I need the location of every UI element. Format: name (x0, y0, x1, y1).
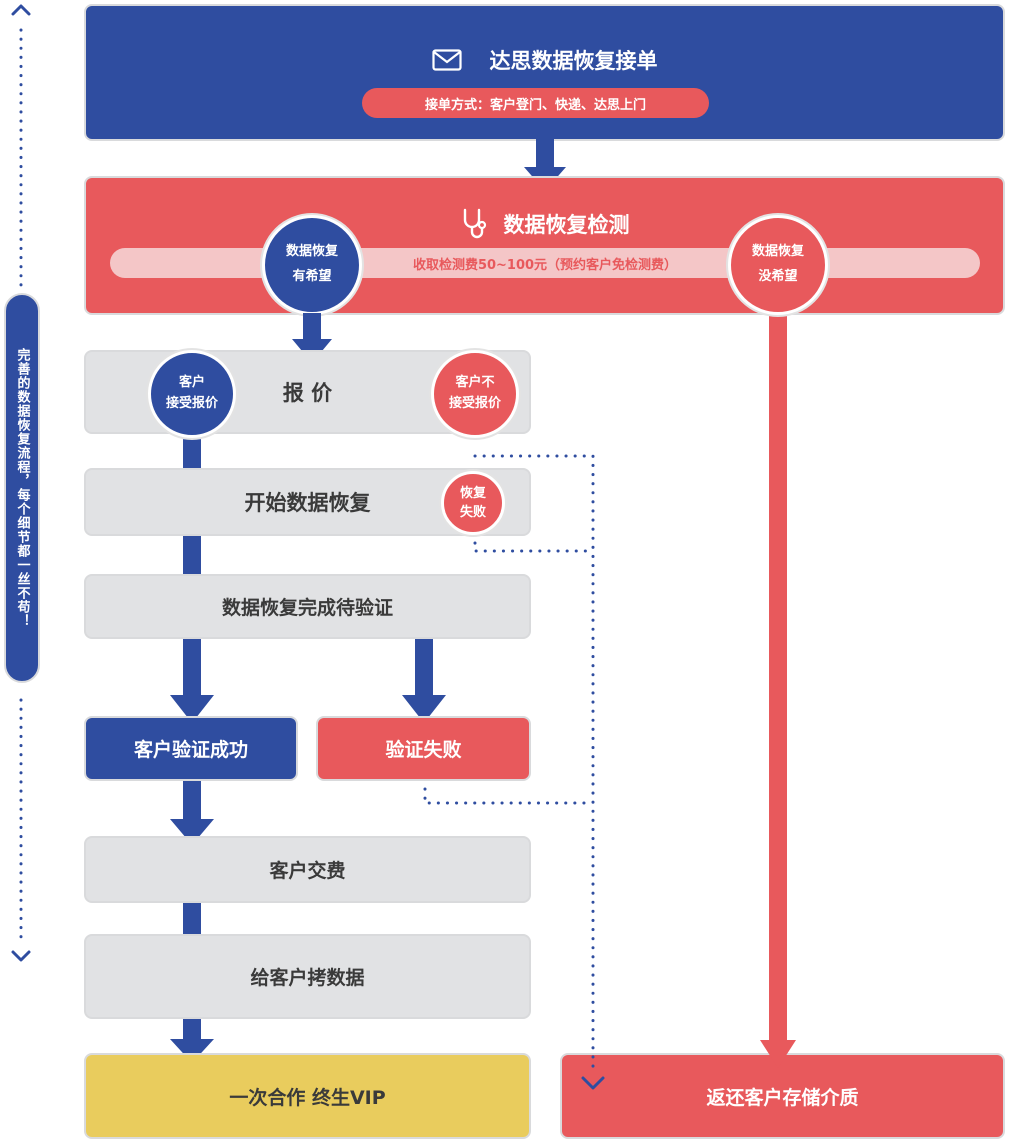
arrow-copy-vip (170, 1019, 214, 1063)
connector-start-pending (183, 534, 201, 576)
pending-verify-box: 数据恢复完成待验证 (84, 574, 531, 639)
stethoscope-icon (463, 208, 486, 239)
nohope-circle: 数据恢复 没希望 (728, 215, 828, 315)
nohope-line2: 没希望 (758, 269, 798, 284)
accept-line2: 接受报价 (165, 396, 218, 411)
vip-box: 一次合作 终生VIP (84, 1053, 531, 1139)
timeline (11, 4, 31, 962)
chevron-down-icon (11, 950, 31, 962)
reject-line1: 客户不 (455, 375, 495, 391)
connector-payment-copy (183, 902, 201, 936)
detection-fee-pill: 收取检测费50~100元（预约客户免检测费） (110, 248, 980, 278)
fail-line2: 失败 (459, 505, 486, 520)
connector-quote-start (183, 432, 201, 472)
reject-quote-circle: 客户不 接受报价 (431, 350, 519, 438)
detection-title: 数据恢复检测 (503, 213, 630, 237)
verify-fail-box: 验证失败 (316, 716, 531, 781)
return-storage-box: 返还客户存储介质 (560, 1053, 1005, 1139)
dotted-path-verify-fail (423, 787, 595, 805)
hope-line1: 数据恢复 (285, 244, 338, 260)
chevron-up-icon (11, 4, 31, 16)
intake-heading: 达思数据恢复接单 (84, 40, 1005, 80)
side-label: 完善的数据恢复流程，每个细节都一丝不苟！ (4, 293, 40, 683)
payment-box: 客户交费 (84, 836, 531, 903)
recovery-fail-circle: 恢复 失败 (441, 471, 505, 535)
reject-line2: 接受报价 (448, 396, 501, 411)
nohope-line1: 数据恢复 (751, 244, 804, 260)
accept-quote-circle: 客户 接受报价 (148, 350, 236, 438)
detection-panel (84, 176, 1005, 315)
copy-data-box: 给客户拷数据 (84, 934, 531, 1019)
intake-panel (84, 4, 1005, 141)
intake-methods-pill: 接单方式：客户登门、快递、达思上门 (362, 88, 709, 118)
intake-title: 达思数据恢复接单 (489, 49, 658, 73)
hope-line2: 有希望 (292, 269, 332, 284)
hope-circle: 数据恢复 有希望 (262, 215, 362, 315)
arrow-success-payment (170, 781, 214, 845)
accept-line1: 客户 (178, 375, 205, 391)
arrow-pending-fail (402, 639, 446, 723)
fail-line1: 恢复 (459, 485, 486, 501)
connector-nohope-return (769, 310, 787, 1048)
verify-success-box: 客户验证成功 (84, 716, 298, 781)
dotted-path-recovery-fail (473, 541, 595, 553)
detection-heading: 数据恢复检测 (84, 206, 1005, 242)
arrow-pending-success (170, 639, 214, 723)
envelope-icon (431, 49, 462, 71)
